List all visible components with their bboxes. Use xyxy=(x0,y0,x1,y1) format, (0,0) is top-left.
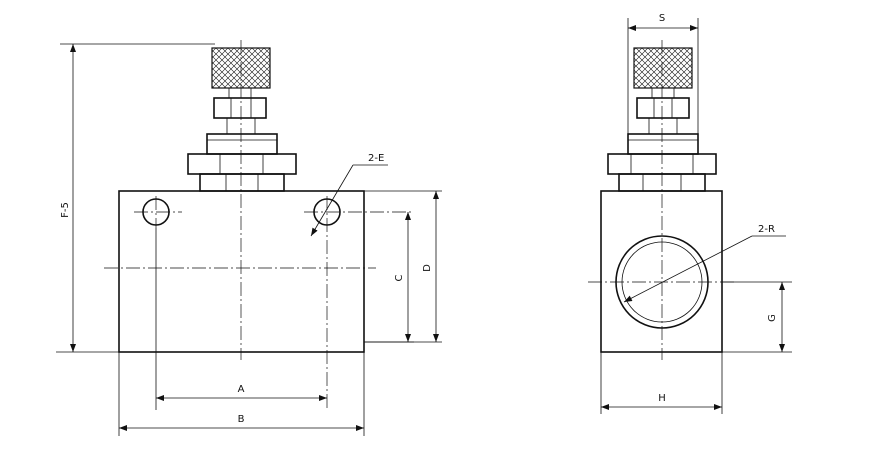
front-lower-nut xyxy=(199,173,285,192)
dim-label-2r: 2-R xyxy=(758,224,775,235)
dim-label-f5: F-5 xyxy=(60,202,71,218)
front-lock-nut xyxy=(213,97,267,119)
side-view: S 2-R G H xyxy=(588,13,792,414)
dim-label-h: H xyxy=(658,393,666,404)
dim-label-b: B xyxy=(238,414,245,425)
side-lock-nut xyxy=(636,97,690,119)
side-stem xyxy=(651,87,675,99)
side-bonnet xyxy=(627,133,699,155)
dim-label-2e: 2-E xyxy=(368,153,384,164)
front-view: F-5 2-E C D A B xyxy=(56,40,442,436)
side-neck xyxy=(648,117,678,135)
side-knob xyxy=(633,47,693,89)
dim-label-d: D xyxy=(422,264,433,272)
front-stem xyxy=(228,87,252,99)
front-bonnet xyxy=(206,133,278,155)
dim-label-g: G xyxy=(767,314,778,322)
dim-label-c: C xyxy=(394,274,405,281)
dim-label-s: S xyxy=(659,13,665,24)
front-hex-nut xyxy=(187,153,297,175)
dim-label-a: A xyxy=(238,384,245,395)
